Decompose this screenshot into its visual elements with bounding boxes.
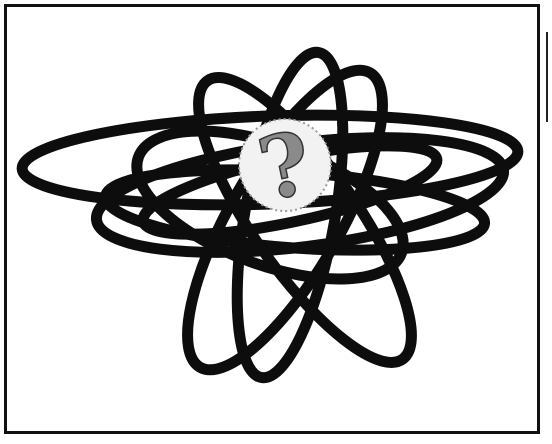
atom-icon: ? [0, 0, 552, 444]
illustration-canvas: ? [0, 0, 552, 444]
